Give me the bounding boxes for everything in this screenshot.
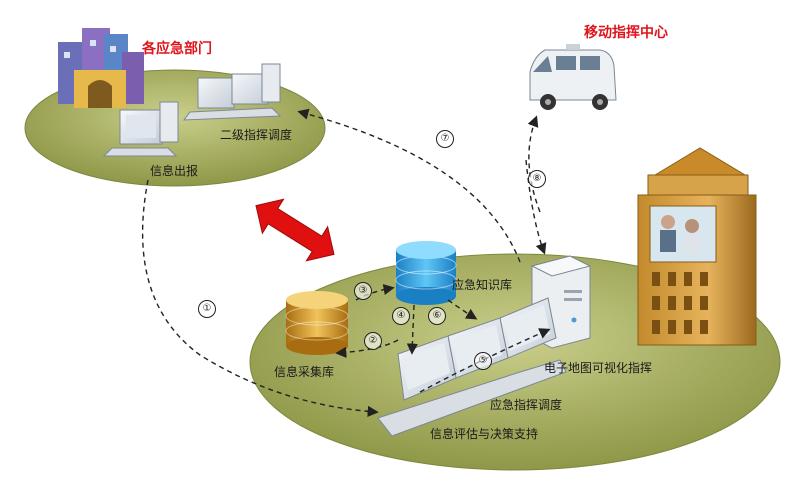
step-7: ⑦	[436, 130, 454, 148]
info-collection-db-label: 信息采集库	[274, 365, 335, 379]
flow-6	[447, 299, 478, 320]
flow-7	[297, 108, 521, 263]
database-icon	[395, 241, 457, 305]
flow-5	[419, 328, 551, 393]
assessment-decision-label: 信息评估与决策支持	[430, 427, 539, 441]
flow-8a	[527, 115, 541, 213]
mobile-center-title: 移动指挥中心	[584, 25, 668, 41]
step-5: ⑤	[474, 352, 492, 370]
computer-icon	[102, 101, 179, 157]
computer-icon	[499, 297, 557, 359]
computer-icon	[182, 63, 282, 121]
secondary-dispatch-label: 二级指挥调度	[220, 128, 293, 142]
emergency-dispatch-label: 应急指挥调度	[490, 398, 563, 412]
step-6: ⑥	[428, 307, 446, 325]
desk	[377, 359, 567, 437]
building-cluster-icon	[58, 28, 144, 108]
van-icon	[529, 44, 617, 110]
step-8: ⑧	[528, 170, 546, 188]
info-report-label: 信息出报	[150, 164, 199, 178]
flow-1	[142, 179, 379, 417]
departments-title: 各应急部门	[142, 41, 212, 57]
knowledge-base-label: 应急知识库	[452, 278, 513, 292]
step-2: ②	[364, 332, 382, 350]
gis-visual-label: 电子地图可视化指挥	[544, 361, 653, 375]
flow-2	[335, 339, 399, 358]
command-tower-icon	[637, 147, 757, 346]
step-3: ③	[354, 282, 372, 300]
double-arrow-icon	[255, 198, 335, 262]
database-icon	[285, 291, 349, 355]
flow-4	[406, 304, 418, 355]
step-1: ①	[198, 300, 216, 318]
flow-8b	[525, 159, 547, 255]
step-4: ④	[392, 307, 410, 325]
